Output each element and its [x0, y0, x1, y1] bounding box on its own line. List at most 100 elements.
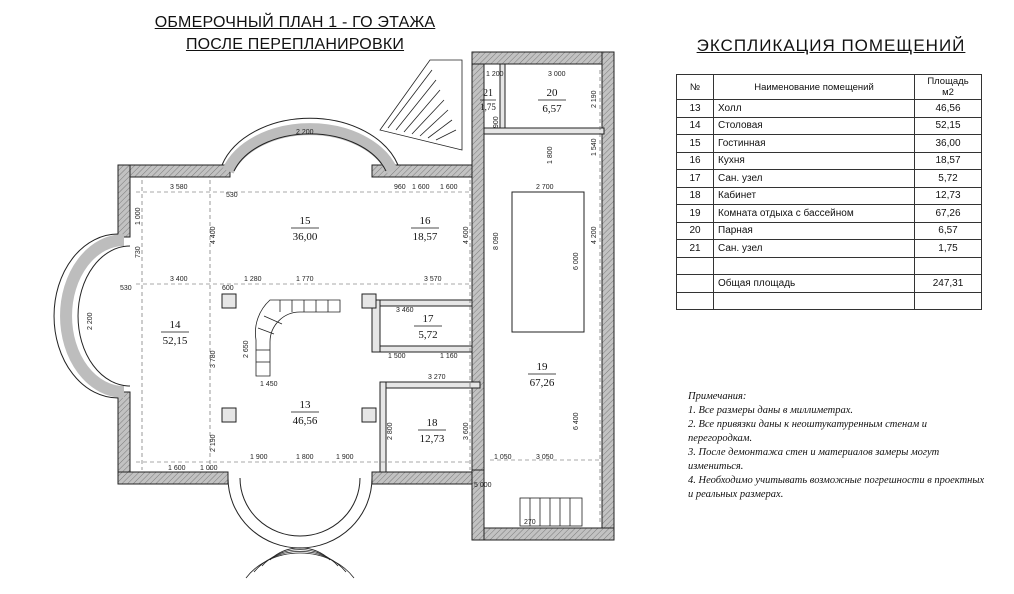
north-bay-inner	[233, 133, 387, 172]
partition-20-south	[483, 127, 605, 135]
note-3: 3. После демонтажа стен и материалов зам…	[688, 447, 940, 472]
blank-cell	[676, 256, 714, 275]
row-number: 19	[676, 204, 714, 223]
dim-label: 8 090	[493, 232, 500, 250]
dim-label: 4 600	[463, 226, 470, 244]
dim-label: 4 400	[210, 226, 217, 244]
room-13-number: 13	[300, 399, 312, 411]
dim-label: 730	[135, 246, 142, 258]
column-ne	[361, 293, 377, 309]
notes-header: Примечания:	[688, 391, 747, 402]
wall-east-block-west	[471, 469, 485, 541]
dim-label: 900	[493, 116, 500, 128]
row-area: 36,00	[914, 134, 982, 153]
dim-label: 2 700	[536, 184, 554, 191]
row-area: 1,75	[914, 239, 982, 258]
dim-label: 1 500	[388, 353, 406, 360]
room-17-label: 17 5,72	[414, 313, 442, 341]
table-row-blank	[676, 256, 982, 275]
dim-label: 2 190	[210, 434, 217, 452]
row-name: Комната отдыха с бассейном	[713, 204, 915, 223]
dim-label: 1 540	[591, 138, 598, 156]
blank-cell	[914, 256, 982, 275]
wall-west-lower	[117, 391, 131, 485]
bay-walls	[53, 117, 399, 549]
pool	[511, 191, 585, 333]
wall-east	[601, 51, 615, 541]
room-21-area: 1,75	[480, 102, 496, 112]
room-17-number: 17	[423, 313, 435, 325]
dim-label: 3 400	[170, 276, 188, 283]
row-name: Сан. узел	[713, 239, 915, 258]
dim-label: 3 780	[210, 350, 217, 368]
room-16-area: 18,57	[413, 231, 438, 243]
room-14-area: 52,15	[163, 335, 188, 347]
dim-label: 6 000	[573, 252, 580, 270]
dimension-labels: 3 580 1 600 960 1 600 530 4 400 4 600 1 …	[87, 71, 598, 526]
table-header-row: № Наименование помещений Площадь м2	[676, 74, 982, 100]
stair-north	[379, 59, 463, 151]
spiral-stair	[255, 299, 341, 377]
row-area: 46,56	[914, 99, 982, 118]
row-name: Сан. узел	[713, 169, 915, 188]
room-21-label: 21 1,75	[480, 88, 496, 112]
dim-label: 270	[524, 519, 536, 526]
room-13-area: 46,56	[293, 415, 318, 427]
room-16-label: 16 18,57	[411, 215, 439, 243]
dim-label: 2 650	[243, 340, 250, 358]
dim-label: 1 600	[168, 465, 186, 472]
south-porch-outer	[227, 477, 373, 549]
col-header-area: Площадь м2	[914, 74, 982, 100]
room-18-number: 18	[427, 417, 439, 429]
wall-south-east	[471, 527, 615, 541]
row-number: 16	[676, 151, 714, 170]
room-21-number: 21	[483, 88, 493, 99]
room-20-number: 20	[547, 87, 559, 99]
row-name: Столовая	[713, 116, 915, 135]
blank-cell	[713, 256, 915, 275]
note-1: 1. Все размеры даны в миллиметрах.	[688, 405, 854, 416]
porch-steps	[245, 547, 355, 579]
notes: Примечания: 1. Все размеры даны в миллим…	[688, 390, 988, 502]
room-17-area: 5,72	[418, 329, 437, 341]
room-20-area: 6,57	[542, 103, 562, 115]
dim-label: 3 600	[463, 422, 470, 440]
wall-divider	[471, 51, 485, 483]
row-number: 17	[676, 169, 714, 188]
room-14-label: 14 52,15	[161, 319, 189, 347]
wall-south-mid	[371, 471, 485, 485]
room-15-label: 15 36,00	[291, 215, 319, 243]
room-18-label: 18 12,73	[418, 417, 446, 445]
row-area: 6,57	[914, 221, 982, 240]
row-number: 18	[676, 186, 714, 205]
row-number: 15	[676, 134, 714, 153]
room-19-area: 67,26	[530, 377, 555, 389]
total-area: 247,31	[914, 274, 982, 293]
row-name: Кабинет	[713, 186, 915, 205]
dim-label: 1 160	[440, 353, 458, 360]
room-13-label: 13 46,56	[291, 399, 319, 427]
row-number: 13	[676, 99, 714, 118]
explication-title: ЭКСПЛИКАЦИЯ ПОМЕЩЕНИЙ	[696, 36, 966, 55]
west-bay-outer	[53, 233, 119, 399]
room-19-number: 19	[537, 361, 549, 373]
note-4: 4. Необходимо учитывать возможные погреш…	[688, 475, 985, 500]
dim-label: 2 200	[296, 129, 314, 136]
dim-label: 1 600	[440, 184, 458, 191]
dim-label: 2 200	[87, 312, 94, 330]
room-labels: 13 46,56 14 52,15 15 36,00 16 18,57 17 5…	[161, 87, 566, 445]
blank-cell	[914, 291, 982, 310]
blank-cell	[676, 291, 714, 310]
dim-label: 1 200	[486, 71, 504, 78]
south-porch-inner	[239, 477, 361, 537]
col-header-area-line2: м2	[942, 87, 954, 98]
dim-label: 960	[394, 184, 406, 191]
west-bay-inner	[77, 245, 131, 387]
col-header-number: №	[676, 74, 714, 100]
dim-label: 3 050	[536, 454, 554, 461]
